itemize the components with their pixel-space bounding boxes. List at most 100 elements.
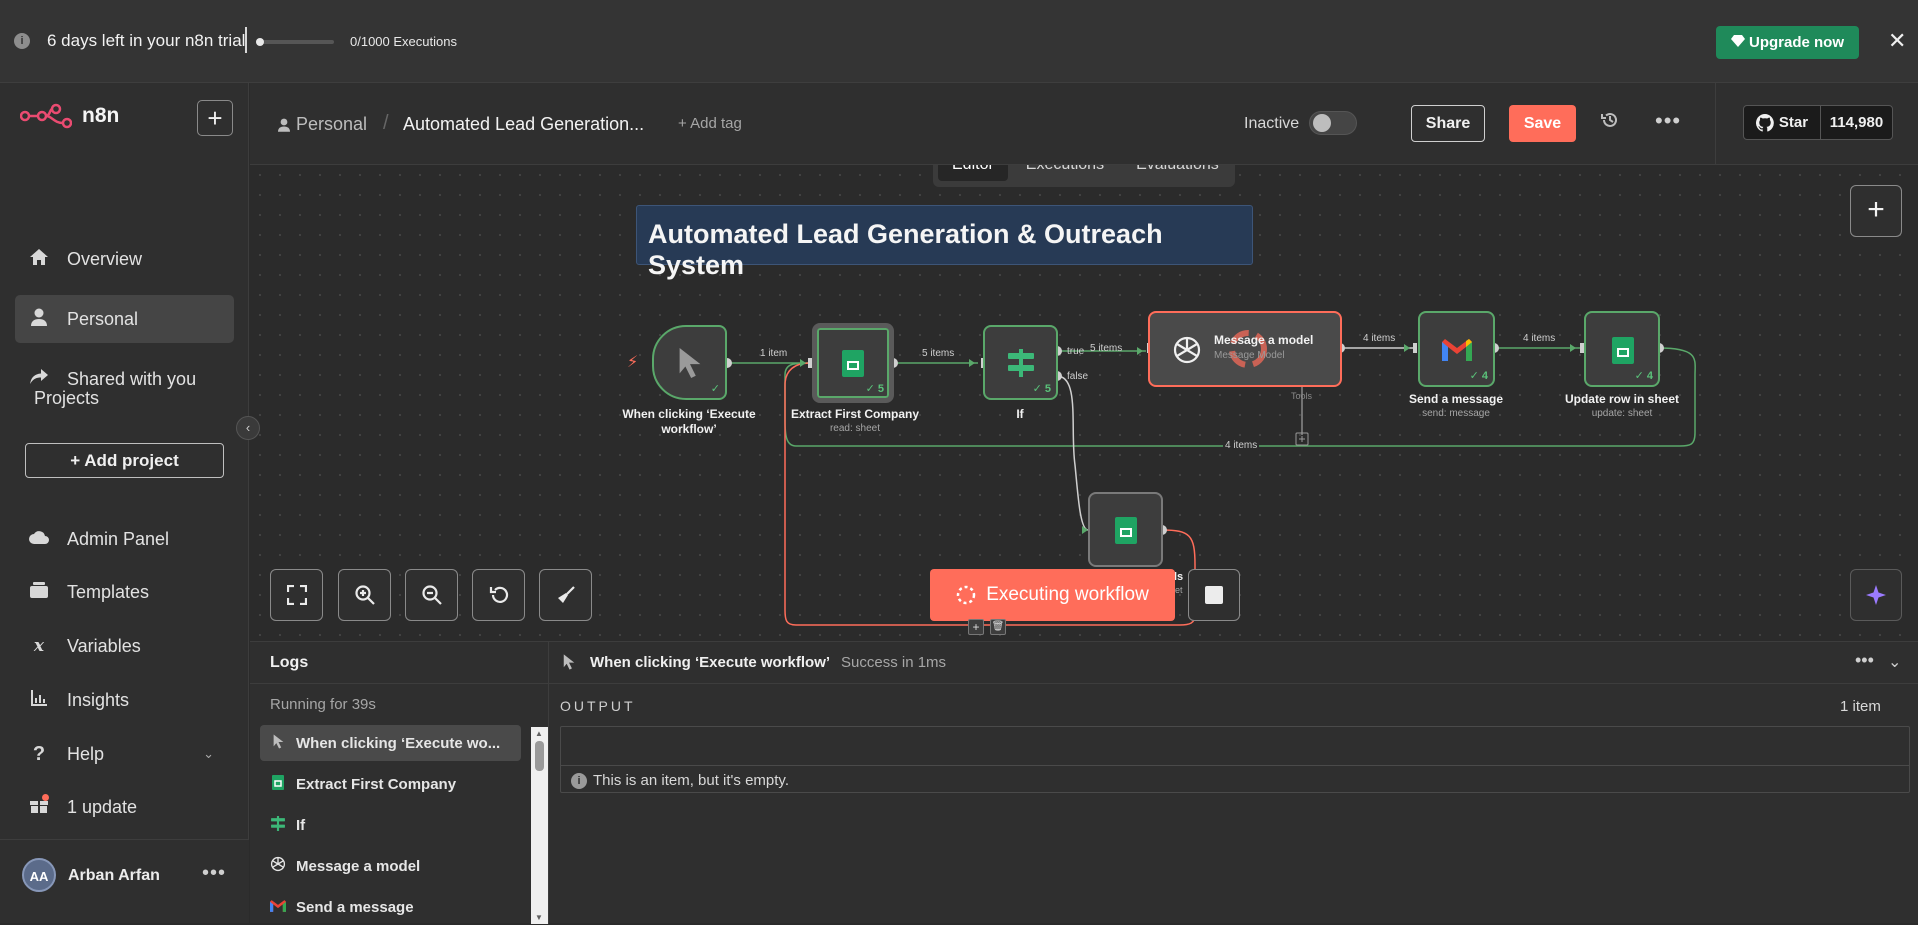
edge-label: 4 items <box>1363 333 1396 344</box>
stop-execution-button[interactable] <box>1188 569 1240 621</box>
output-item-count: 1 item <box>1840 698 1881 715</box>
edge-label: 4 items <box>1523 333 1556 344</box>
github-star-widget[interactable]: Star 114,980 <box>1743 105 1893 140</box>
if-icon <box>1008 349 1034 377</box>
create-new-button[interactable]: + <box>197 100 233 136</box>
sidebar-item-variables[interactable]: x Variables <box>15 622 234 670</box>
zoom-in-button[interactable] <box>338 569 391 621</box>
tab-editor[interactable]: Editor <box>938 165 1008 181</box>
log-item[interactable]: Send a message <box>260 889 521 925</box>
more-icon[interactable]: ••• <box>1855 650 1874 670</box>
add-project-button[interactable]: + Add project <box>25 443 224 478</box>
log-item[interactable]: Message a model <box>260 848 521 884</box>
tidy-up-button[interactable] <box>539 569 592 621</box>
success-check-icon: ✓ <box>710 383 720 395</box>
openai-icon <box>270 856 286 876</box>
n8n-logo[interactable]: n8n <box>20 103 119 129</box>
chevron-down-icon: ⌄ <box>203 746 214 761</box>
node-sheets-false-branch[interactable] <box>1088 492 1163 567</box>
tools-add-plus <box>1299 436 1305 442</box>
selected-node-status: Success in 1ms <box>841 654 947 671</box>
plus-icon: + <box>70 450 85 470</box>
log-item[interactable]: Extract First Company <box>260 766 521 802</box>
logs-tree: Logs Running for 39s When clicking ‘Exec… <box>250 642 549 924</box>
sidebar-item-insights[interactable]: Insights <box>15 676 234 724</box>
node-label: Message a model <box>1214 333 1314 347</box>
node-manual-trigger[interactable]: ✓ <box>652 325 727 400</box>
node-subtitle: update: sheet <box>1591 408 1653 419</box>
edge-label-true: true <box>1067 346 1085 357</box>
add-icon[interactable]: + <box>968 619 984 635</box>
sticky-note[interactable]: Automated Lead Generation & Outreach Sys… <box>636 205 1253 280</box>
upgrade-button[interactable]: Upgrade now <box>1716 26 1859 59</box>
node-label-partial: ls <box>1174 571 1184 583</box>
scroll-down-arrow[interactable]: ▼ <box>535 913 543 922</box>
history-icon[interactable] <box>1601 111 1619 135</box>
ai-assistant-button[interactable] <box>1850 569 1902 621</box>
node-subtitle: send: message <box>1422 408 1490 419</box>
share-button[interactable]: Share <box>1411 105 1485 142</box>
sidebar-item-label: Insights <box>67 689 130 710</box>
user-menu[interactable]: AA Arban Arfan ••• <box>0 839 249 923</box>
node-label: Send a message <box>1408 392 1504 406</box>
node-subtitle-partial: et <box>1175 585 1183 595</box>
node-if[interactable]: ✓ 5 <box>983 325 1058 400</box>
scroll-thumb[interactable] <box>535 741 544 771</box>
more-icon[interactable]: ••• <box>1655 108 1682 133</box>
projects-heading: Projects <box>34 388 100 408</box>
sidebar-item-shared[interactable]: Shared with you <box>15 355 234 403</box>
scroll-up-arrow[interactable]: ▲ <box>535 729 543 738</box>
avatar[interactable]: AA <box>22 858 56 892</box>
log-item[interactable]: If <box>260 807 521 843</box>
close-icon[interactable]: ✕ <box>1888 28 1907 53</box>
collapse-sidebar-button[interactable]: ‹ <box>236 416 260 440</box>
node-send-a-message[interactable]: ✓ 4 <box>1418 311 1495 387</box>
sidebar-item-label: Templates <box>67 581 150 602</box>
sticky-note-title: Automated Lead Generation & Outreach Sys… <box>648 219 1163 280</box>
activate-toggle[interactable] <box>1309 111 1357 135</box>
add-node-button[interactable]: + <box>1850 185 1902 237</box>
lightning-icon: ⚡ <box>627 354 639 371</box>
add-tag-link[interactable]: + Add tag <box>678 115 742 132</box>
github-star-button[interactable]: Star <box>1744 106 1821 139</box>
loading-spinner-icon <box>1229 330 1267 368</box>
edge-label: 5 items <box>922 348 955 359</box>
sidebar-item-admin-panel[interactable]: Admin Panel <box>15 515 234 563</box>
workflow-canvas[interactable]: Editor Executions Evaluations Automated … <box>250 165 1918 641</box>
save-button[interactable]: Save <box>1509 105 1576 142</box>
running-duration: Running for 39s <box>270 696 376 713</box>
more-icon[interactable]: ••• <box>202 862 227 884</box>
output-table: i This is an item, but it's empty. <box>560 726 1910 793</box>
log-item[interactable]: When clicking ‘Execute wo... <box>260 725 521 761</box>
sidebar-item-personal[interactable]: Personal <box>15 295 234 343</box>
sidebar-item-overview[interactable]: Overview <box>15 235 234 283</box>
tab-executions[interactable]: Executions <box>1012 165 1118 181</box>
sidebar-item-help[interactable]: ? Help ⌄ <box>15 730 234 778</box>
sidebar-item-label: Admin Panel <box>67 528 170 549</box>
trash-icon[interactable]: 🗑 <box>990 619 1006 635</box>
breadcrumb-project[interactable]: Personal <box>278 114 367 135</box>
node-update-row-in-sheet[interactable]: ✓ 4 <box>1584 311 1660 387</box>
node-message-a-model[interactable]: Message a model Message Model <box>1148 311 1342 387</box>
openai-icon <box>1173 336 1201 364</box>
variables-icon: x <box>33 636 45 656</box>
zoom-out-button[interactable] <box>405 569 458 621</box>
fit-view-button[interactable] <box>270 569 323 621</box>
gmail-icon <box>1442 339 1472 361</box>
google-sheets-icon <box>842 350 864 377</box>
edge-label: 1 item <box>760 348 788 359</box>
sidebar-item-templates[interactable]: Templates <box>15 568 234 616</box>
workflow-title[interactable]: Automated Lead Generation... <box>403 114 645 134</box>
undo-icon <box>489 586 508 603</box>
node-extract-first-company[interactable]: ✓ 5 <box>812 323 894 403</box>
reset-zoom-button[interactable] <box>472 569 525 621</box>
templates-icon <box>29 581 49 603</box>
sidebar-item-updates[interactable]: 1 update <box>15 783 234 831</box>
tab-evaluations[interactable]: Evaluations <box>1122 165 1233 181</box>
chevron-down-icon[interactable]: ⌄ <box>1888 654 1902 671</box>
help-icon: ? <box>32 742 46 765</box>
logs-scrollbar[interactable]: ▲ ▼ <box>531 727 548 924</box>
fit-view-icon <box>286 585 307 605</box>
google-sheets-icon <box>1612 337 1634 364</box>
execute-workflow-button[interactable]: Executing workflow <box>930 569 1175 621</box>
